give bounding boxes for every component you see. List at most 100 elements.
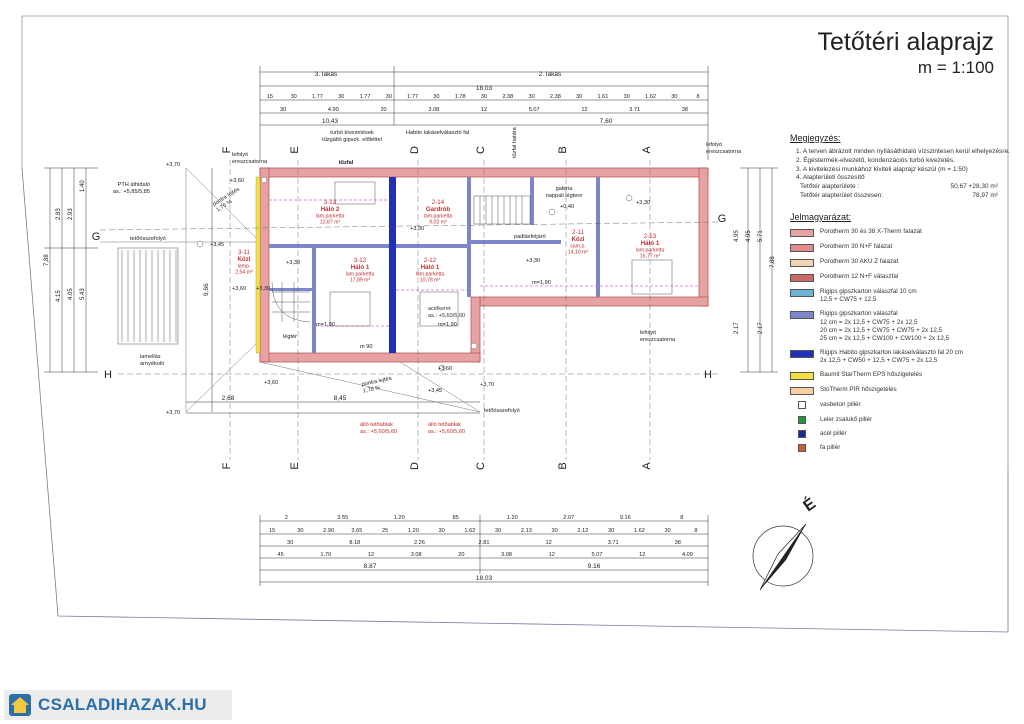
level-345-a: +3,45 (210, 242, 224, 248)
dim-value: 2.38 (502, 94, 513, 100)
legend-item: Porotherm 30 AKU Z falazat (790, 258, 1016, 267)
level-360-c: +3,60 (264, 380, 278, 386)
legend-swatch (790, 387, 814, 396)
drawing-scale: m = 1:100 (917, 58, 994, 77)
allo-right-note: álló tetőablak (428, 422, 461, 428)
dim-value: 12 (481, 107, 487, 113)
lefolyo-bottom: lefolyó (640, 330, 656, 336)
lamellas-shading (117, 247, 179, 345)
room-area: 12,87 m² (320, 220, 341, 226)
room-name: Közl (571, 236, 584, 243)
dim-value: 1.62 (464, 528, 475, 534)
room-id: 3-11 (238, 249, 250, 256)
room-name: Gardrób (426, 206, 451, 213)
north-arrow: É (752, 493, 819, 591)
legend-swatch-small (798, 429, 806, 438)
tuzfal-hatara-label: tűzfal határa (512, 126, 518, 158)
legend-item: Rigips Habito gipszkarton lakáselválaszt… (790, 349, 1016, 365)
left-dim-140: 1.40 (80, 180, 86, 192)
dim-value: 8 (697, 94, 700, 100)
dim-value: 4.09 (682, 552, 693, 558)
dim-value: 30 (576, 94, 582, 100)
left-dimension-chain (44, 167, 98, 373)
level-370-b: +3,70 (166, 410, 180, 416)
section-mark-top: B (557, 146, 569, 153)
dim-value: 30 (624, 94, 630, 100)
section-mark-top: D (409, 146, 421, 154)
area-label-2: Tetőtér alapterület összesen: (800, 191, 884, 199)
drawing-title: Tetőtéri alaprajz (817, 28, 994, 56)
dim-value: 30 (433, 94, 439, 100)
section-axes (99, 160, 721, 460)
legend-swatch-small (798, 401, 806, 410)
dim-value: 1.61 (598, 94, 609, 100)
dim-value: 30 (280, 107, 286, 113)
legend-label-small: Leier zsalukő pillér (820, 415, 873, 423)
legend-swatch (790, 372, 814, 381)
level-370-a: +3,70 (166, 162, 180, 168)
room-area: 14,10 m² (568, 250, 589, 256)
left-dim-283: 2.83 (56, 208, 62, 220)
legend-label: Porotherm 30 és 38 X-Therm falazat (820, 228, 922, 235)
room-floor: lam.parketta (416, 272, 445, 278)
section-mark-top: A (641, 146, 653, 154)
house-icon (9, 694, 31, 716)
legend-item: Rigips gipszkarton válaszfal 12 cm = 2x … (790, 310, 1016, 343)
dim-value: 12 (545, 540, 551, 546)
legend-panel: Jelmagyarázat: Porotherm 30 és 38 X-Ther… (790, 212, 1016, 458)
lefolyo-right: ereszcsatorna (706, 149, 742, 155)
notes-panel: Megjegyzés: 1. A terven ábrázolt minden … (790, 132, 1010, 201)
lamellas-note: árnyékoló (140, 361, 164, 367)
room-floor: lam.parketta (424, 214, 453, 220)
right-dim-495b: 4.95 (746, 230, 752, 242)
galeria-note: nappali légtere (546, 193, 583, 199)
section-mark-top: F (221, 146, 233, 153)
room-name: Közl (237, 256, 250, 263)
room-name: Háló 2 (321, 206, 340, 213)
section-mark-h-left: H (104, 369, 112, 381)
dim-value: 5.07 (529, 107, 540, 113)
legend-item-small: vasbeton pillér (790, 401, 1016, 410)
room-id: 2-14 (432, 199, 445, 206)
legend-label: Rigips gipszkarton válaszfal 10 cm 12,5 … (820, 288, 917, 304)
plot-boundary (21, 167, 1009, 633)
dim-845: 8,45 (334, 395, 347, 402)
dim-268: 2,68 (222, 395, 235, 402)
dim-value: 38 (675, 540, 681, 546)
room-id: 3-12 (354, 257, 367, 264)
area-row-1: Tetőtér alapterülete : 50,67 +28,30 m² (800, 183, 1010, 192)
lefolyo-left: ereszcsatorna (232, 159, 268, 165)
legend-item-small: Leier zsalukő pillér (790, 415, 1016, 424)
dim-value: 30 (439, 528, 445, 534)
room-area: 2,54 m² (235, 270, 253, 276)
dim-value: 15 (267, 94, 273, 100)
room-area: 10,78 m² (420, 278, 441, 284)
lefolyo-left: lefolyó (232, 152, 248, 158)
dim-value: 9.16 (620, 515, 631, 521)
unit-label-3: 3. lakás (315, 71, 338, 78)
acelkeret-note: acélkeret (428, 306, 451, 312)
level-360-b: +3,60 (232, 286, 246, 292)
bottom-dimension-chain (259, 515, 709, 586)
bottom-dim-right-total: 9.16 (588, 563, 601, 570)
dim-value: 2.12 (577, 528, 588, 534)
dim-value: 1.77 (312, 94, 323, 100)
legend-swatch (790, 311, 814, 320)
level-370-c: +3,70 (480, 382, 494, 388)
dim-value: 2.81 (479, 540, 490, 546)
bed-outlines (329, 181, 673, 327)
dim-value: 45 (277, 552, 283, 558)
legend-swatch (790, 259, 814, 267)
area-value-2: 78,97 m² (972, 191, 998, 199)
dim-value: 3.08 (501, 552, 512, 558)
svg-text:É: É (799, 493, 819, 515)
area-label-1: Tetőtér alapterülete : (800, 183, 860, 191)
dim-value: 3.55 (337, 515, 348, 521)
dim-value: 30 (552, 528, 558, 534)
note-4: 4. Alapterületi összesítő (796, 174, 865, 182)
legend-item-small: acél pillér (790, 429, 1016, 438)
section-mark-top: C (475, 146, 487, 154)
